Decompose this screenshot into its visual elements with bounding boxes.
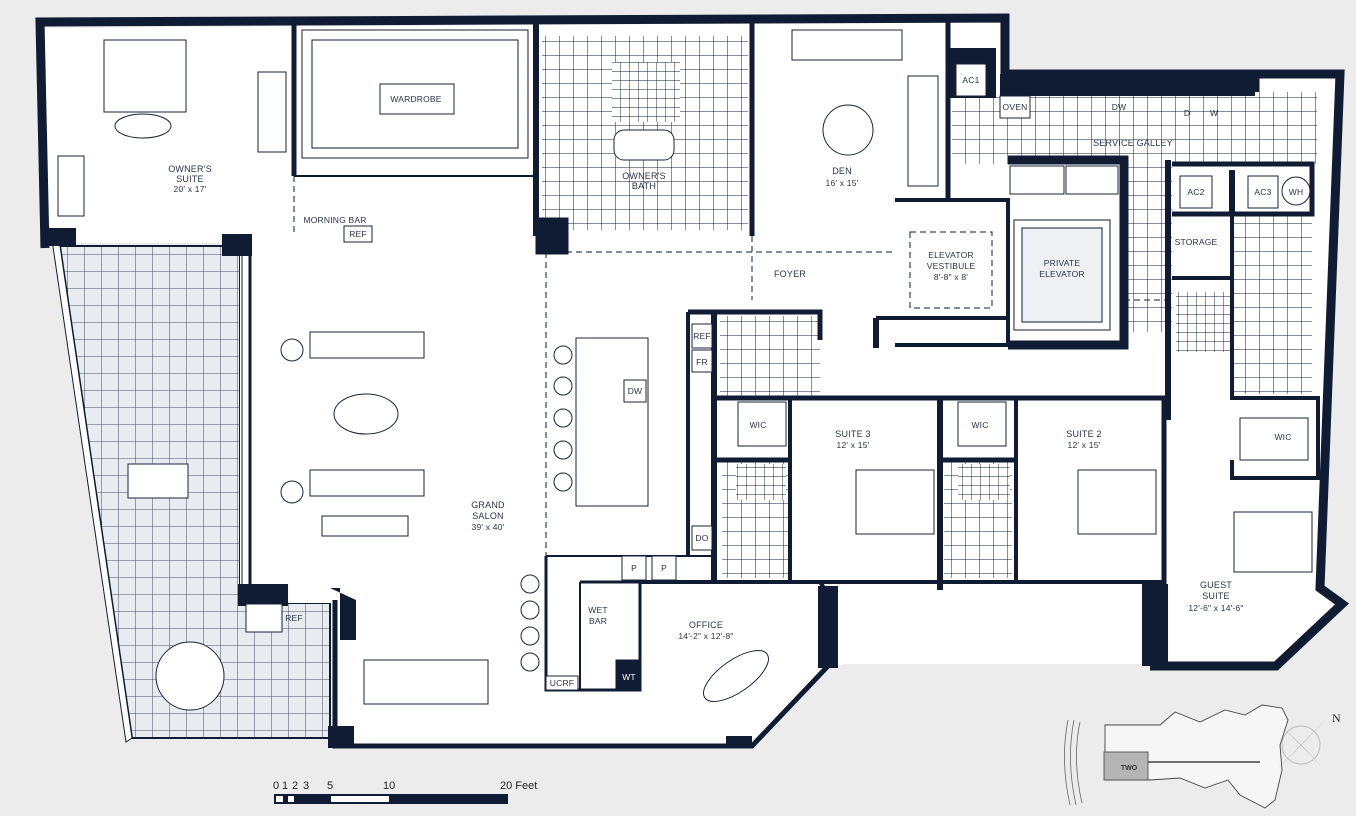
pantry-1-label: P [631, 563, 637, 573]
elevator-vestibule-label-2: VESTIBULE [927, 261, 976, 271]
grand-salon-label-2: SALON [472, 511, 504, 521]
foyer-label: FOYER [774, 269, 806, 279]
morning-bar-ref-label: REF [349, 229, 367, 239]
scale-tick-5: 5 [327, 780, 333, 792]
owners-suite-dims: 20' x 17' [174, 184, 207, 194]
ac2-label: AC2 [1187, 187, 1204, 197]
kitchen-dw-label: DW [628, 386, 643, 396]
kitchen-do-label: DO [695, 533, 708, 543]
washer-label: W [1210, 108, 1218, 118]
wet-bar-label-2: BAR [589, 616, 607, 626]
scale-tick-3: 3 [303, 780, 309, 792]
oven-label: OVEN [1003, 102, 1028, 112]
suite3-dims: 12' x 15' [837, 440, 870, 450]
keyplan-unit-highlight [1103, 751, 1149, 781]
kitchen-ref-label: REF [693, 331, 711, 341]
wardrobe-label: WARDROBE [390, 94, 441, 104]
service-galley-label: SERVICE GALLEY [1093, 138, 1173, 148]
kitchen-fr-label: FR [696, 357, 708, 367]
elevator-vestibule-dims: 8'-8" x 8' [934, 272, 968, 282]
owners-suite-label: OWNER'S [168, 164, 212, 174]
keyplan-unit-label: TWO [1121, 765, 1138, 772]
ac3-label: AC3 [1254, 187, 1271, 197]
scale-tick-2: 2 [292, 780, 298, 792]
private-elevator-label: PRIVATE [1044, 258, 1081, 268]
grand-salon-label: GRAND [471, 500, 505, 510]
guest-suite-dims: 12'-6" x 14'-6" [1188, 603, 1243, 613]
office-label: OFFICE [689, 620, 723, 630]
owners-suite-label-2: SUITE [176, 174, 204, 184]
suite2-dims: 12' x 15' [1068, 440, 1101, 450]
wh-label: WH [1289, 187, 1304, 197]
compass-north-label: N [1332, 711, 1341, 725]
suite3-label: SUITE 3 [835, 429, 870, 439]
scale-tick-1: 1 [282, 780, 288, 792]
wt-label: WT [622, 672, 636, 682]
guest-suite-label-2: SUITE [1202, 591, 1230, 601]
scale-tick-20: 20 Feet [500, 780, 537, 792]
exterior-walls [35, 13, 1350, 749]
suite2-wic-label: WIC [971, 420, 988, 430]
suite3-wic-label: WIC [749, 420, 766, 430]
scale-tick-10: 10 [383, 780, 395, 792]
private-elevator-label-2: ELEVATOR [1039, 269, 1085, 279]
appliances [343, 63, 1311, 691]
furniture [57, 29, 1313, 711]
compass-rose: N [1275, 711, 1341, 772]
dryer-label: D [1184, 108, 1190, 118]
galley-dw-label: DW [1112, 102, 1127, 112]
interior-walls [241, 22, 1320, 692]
pantry-2-label: P [661, 563, 667, 573]
scale-tick-0: 0 [273, 780, 279, 792]
morning-bar-label: MORNING BAR [303, 215, 366, 225]
keyplan: TWO [1064, 704, 1289, 809]
suite2-label: SUITE 2 [1066, 429, 1101, 439]
guest-wic-label: WIC [1274, 432, 1291, 442]
owners-bath-label-2: BATH [632, 181, 656, 191]
storage-label: STORAGE [1175, 237, 1218, 247]
owners-bath-label: OWNER'S [622, 171, 666, 181]
office-dims: 14'-2" x 12'-8" [678, 631, 733, 641]
grand-salon-dims: 39' x 40' [472, 522, 505, 532]
wet-bar-label: WET [588, 605, 607, 615]
terrace-ref-label: REF [285, 613, 303, 623]
zone-lines [293, 29, 1168, 556]
room-labels: OWNER'S SUITE 20' x 17' WARDROBE OWNER'S… [168, 75, 1303, 688]
guest-suite-label: GUEST [1200, 580, 1232, 590]
ucrf-label: UCRF [550, 678, 574, 688]
ac1-label: AC1 [962, 75, 979, 85]
elevator-vestibule-label: ELEVATOR [928, 250, 974, 260]
scale-bar: 0 1 2 3 5 10 20 Feet [273, 780, 537, 804]
den-dims: 16' x 15' [826, 178, 859, 188]
den-label: DEN [832, 166, 852, 176]
